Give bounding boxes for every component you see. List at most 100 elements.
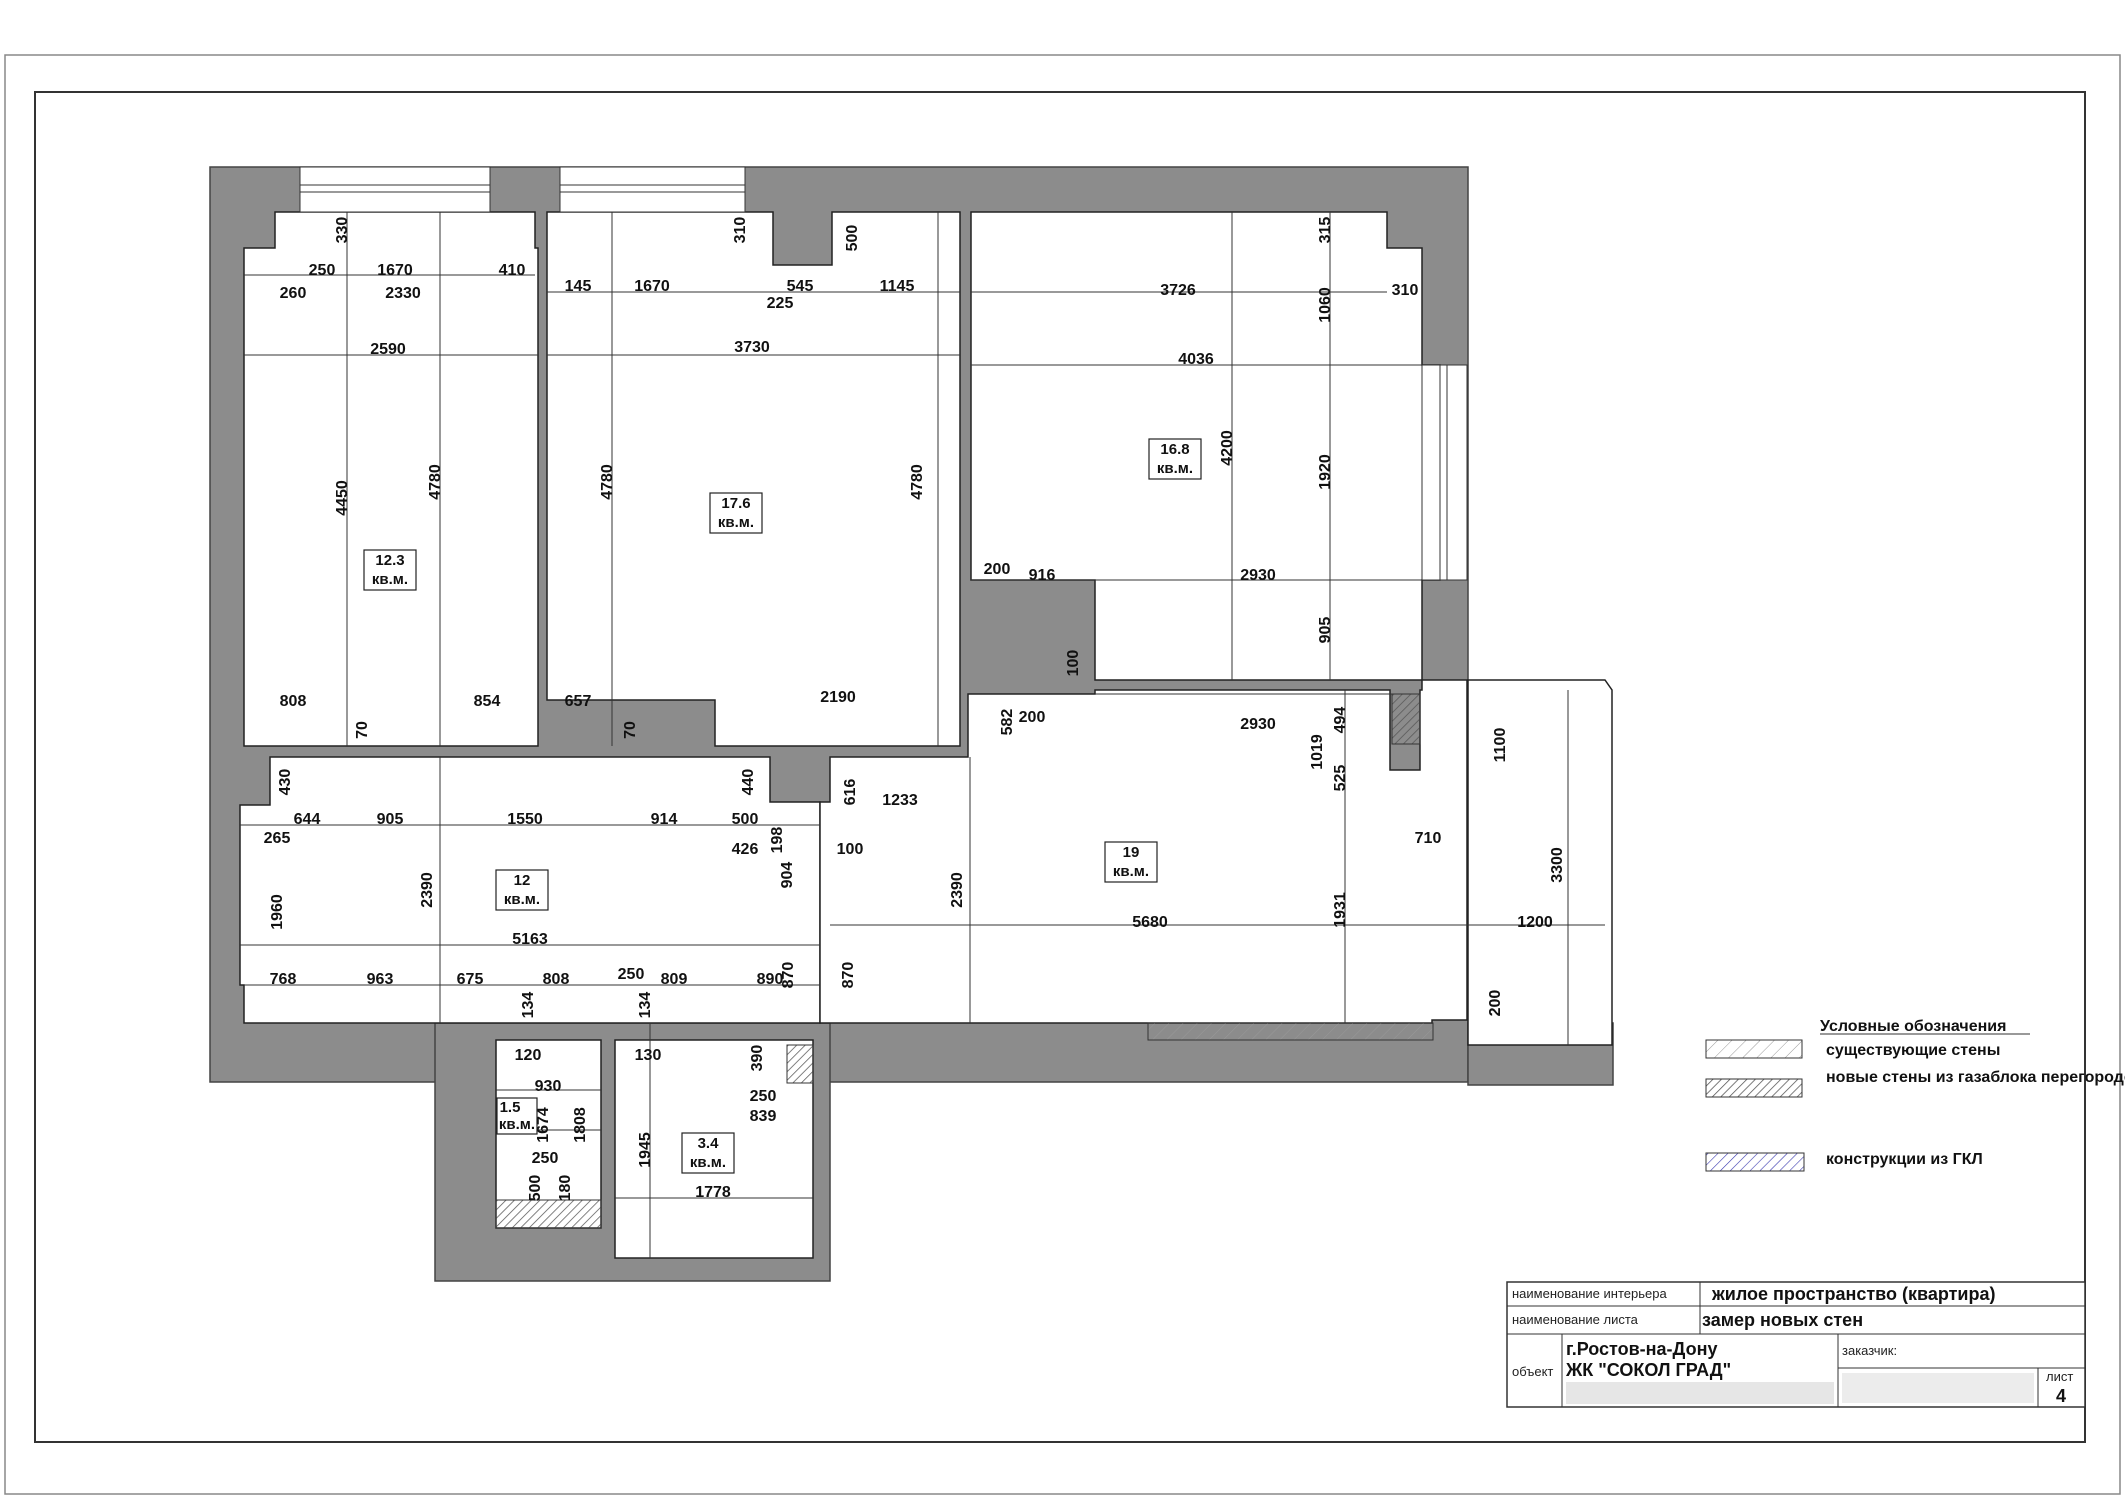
dimension-label: 180 — [557, 1175, 574, 1202]
svg-text:3.4: 3.4 — [698, 1135, 720, 1152]
svg-text:12.3: 12.3 — [375, 552, 404, 569]
dimension-label: 2190 — [820, 689, 856, 706]
title-block-object-line2: ЖК "СОКОЛ ГРАД" — [1565, 1360, 1731, 1380]
dimension-label: 2590 — [370, 341, 406, 358]
dimension-label: 582 — [999, 709, 1016, 736]
legend-swatch-new — [1705, 1078, 1803, 1098]
title-block-sheet-name-value: замер новых стен — [1702, 1310, 1863, 1330]
svg-text:кв.м.: кв.м. — [504, 891, 540, 908]
legend-swatch-existing — [1705, 1039, 1803, 1059]
dimension-label: 500 — [844, 225, 861, 252]
dimension-label: 70 — [622, 721, 639, 739]
dimension-label: 1960 — [269, 894, 286, 930]
dimension-label: 5163 — [512, 931, 548, 948]
legend-item-gkl: конструкции из ГКЛ — [1826, 1151, 1983, 1168]
dimension-label: 808 — [543, 971, 570, 988]
dimension-label: 3726 — [1160, 282, 1196, 299]
dimension-label: 616 — [842, 779, 859, 806]
dimension-label: 250 — [532, 1150, 559, 1167]
room-label: 1.5 кв.м. — [496, 1097, 538, 1135]
title-block-object-line1: г.Ростов-на-Дону — [1566, 1339, 1717, 1359]
room-label: 16.8 кв.м. — [1148, 438, 1202, 480]
svg-text:кв.м.: кв.м. — [499, 1116, 535, 1133]
dimension-label: 4780 — [599, 464, 616, 500]
dimension-label: 310 — [732, 217, 749, 244]
dimension-label: 1670 — [634, 278, 670, 295]
title-block-blurred-address — [1566, 1382, 1834, 1404]
dimension-label: 410 — [499, 262, 526, 279]
svg-text:17.6: 17.6 — [721, 495, 750, 512]
dimension-label: 250 — [618, 966, 645, 983]
dimension-label: 1060 — [1317, 287, 1334, 323]
dimension-label: 1931 — [1332, 892, 1349, 928]
title-block-client-label: заказчик: — [1842, 1343, 1897, 1358]
dimension-label: 134 — [637, 992, 654, 1019]
dimension-label: 854 — [474, 693, 501, 710]
dimension-label: 100 — [1065, 650, 1082, 677]
svg-text:кв.м.: кв.м. — [718, 514, 754, 531]
svg-text:кв.м.: кв.м. — [1113, 863, 1149, 880]
dimension-label: 120 — [515, 1047, 542, 1064]
dimension-label: 134 — [520, 992, 537, 1019]
dimension-label: 250 — [750, 1088, 777, 1105]
legend-item-new-walls-text: новые стены из газаблока перегородочного… — [1826, 1069, 2125, 1086]
dimension-label: 100 — [837, 841, 864, 858]
dimension-label: 890 — [757, 971, 784, 988]
dimension-label: 657 — [565, 693, 592, 710]
legend: Условные обозначения существующие стены … — [1705, 1018, 2125, 1172]
dimension-label: 930 — [535, 1078, 562, 1095]
dimension-label: 500 — [732, 811, 759, 828]
svg-text:12: 12 — [514, 872, 531, 889]
dimension-label: 200 — [1019, 709, 1046, 726]
dimension-label: 1778 — [695, 1184, 731, 1201]
title-block: наименование интерьера жилое пространств… — [1506, 1281, 2086, 1408]
dimension-label: 914 — [651, 811, 678, 828]
dimension-label: 198 — [769, 827, 786, 854]
walls-new — [495, 693, 1434, 1229]
dimension-label: 1920 — [1317, 454, 1334, 490]
dimension-label: 2930 — [1240, 567, 1276, 584]
dimension-label: 545 — [787, 278, 814, 295]
svg-text:кв.м.: кв.м. — [690, 1154, 726, 1171]
dimension-label: 808 — [280, 693, 307, 710]
dimension-lines — [240, 212, 1605, 1258]
legend-title: Условные обозначения — [1820, 1018, 2006, 1035]
dimension-label: 70 — [354, 721, 371, 739]
dimension-label: 1550 — [507, 811, 543, 828]
title-block-sheet-name-label: наименование листа — [1512, 1312, 1639, 1327]
dimension-label: 839 — [750, 1108, 777, 1125]
dimension-label: 145 — [565, 278, 592, 295]
dimension-label: 3300 — [1549, 847, 1566, 883]
dimension-label: 310 — [1392, 282, 1419, 299]
dimension-label: 225 — [767, 295, 794, 312]
dimension-label: 2930 — [1240, 716, 1276, 733]
dimension-label: 1145 — [880, 278, 915, 295]
dimension-label: 494 — [1332, 707, 1349, 734]
dimension-label: 4200 — [1219, 430, 1236, 466]
dimension-label: 315 — [1317, 217, 1334, 244]
dimension-label: 200 — [984, 561, 1011, 578]
dimension-label: 870 — [840, 962, 857, 989]
dimension-label: 440 — [740, 769, 757, 796]
dimension-label: 1670 — [377, 262, 413, 279]
dimension-label: 3730 — [734, 339, 770, 356]
dimension-label: 250 — [309, 262, 336, 279]
dimension-label: 265 — [264, 830, 291, 847]
room-label: 3.4 кв.м. — [681, 1132, 735, 1174]
windows — [299, 166, 1468, 581]
dimension-label: 4780 — [427, 464, 444, 500]
dimension-label: 1233 — [882, 792, 918, 809]
svg-text:19: 19 — [1123, 844, 1140, 861]
dimension-label: 1945 — [637, 1132, 654, 1168]
legend-swatch-gkl — [1705, 1152, 1805, 1172]
title-block-sheet-label: лист — [2046, 1369, 2073, 1384]
dimension-label: 2390 — [419, 872, 436, 908]
dimension-label: 768 — [270, 971, 297, 988]
title-block-interior-label: наименование интерьера — [1512, 1286, 1667, 1301]
title-block-sheet-number: 4 — [2056, 1386, 2066, 1406]
dimension-label: 2390 — [949, 872, 966, 908]
dimension-label: 5680 — [1132, 914, 1168, 931]
sheet-outer-frame — [4, 54, 2121, 1495]
room-label: 12.3 кв.м. — [363, 549, 417, 591]
